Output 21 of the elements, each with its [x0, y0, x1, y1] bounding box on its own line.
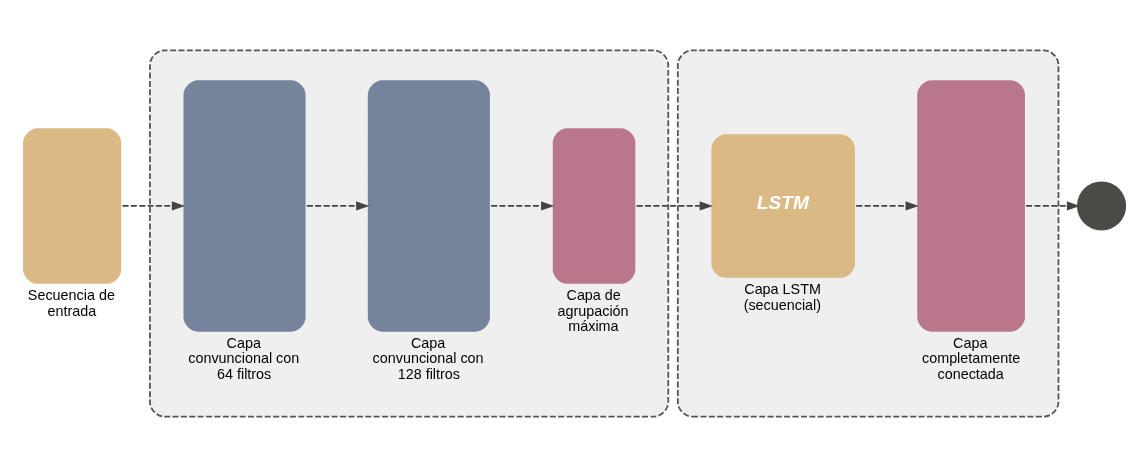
node-label: Capa LSTM (secuencial): [743, 280, 822, 313]
node-box: [23, 127, 122, 284]
node-box: [917, 79, 1025, 332]
arrow: [490, 200, 555, 211]
arrow: [1025, 200, 1080, 211]
node-label: Capa completamente conectada: [922, 334, 1021, 382]
arrow: [121, 200, 185, 211]
node-label: Capa convuncional con 128 filtros: [372, 334, 484, 382]
node-label: Secuencia de entrada: [27, 286, 115, 319]
arrow: [855, 200, 919, 211]
node-box: [552, 127, 636, 284]
cluster: [676, 48, 1060, 418]
node-label: Capa de agrupación máxima: [557, 286, 629, 334]
node-label: Capa convuncional con 64 filtros: [188, 334, 300, 382]
node-box: [367, 79, 490, 332]
arrow: [305, 200, 370, 211]
node-circle: [1077, 180, 1127, 230]
node-box: [183, 79, 306, 332]
node-box: LSTM: [711, 133, 855, 278]
arrow: [635, 200, 713, 211]
cluster: [149, 48, 670, 418]
